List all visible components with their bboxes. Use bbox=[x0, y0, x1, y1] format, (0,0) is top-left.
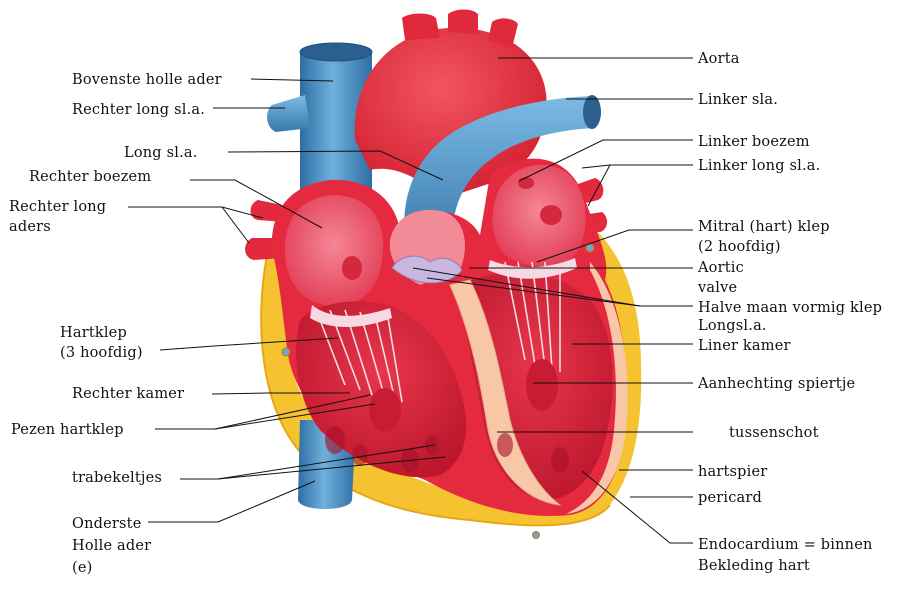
label-aorta: Aorta bbox=[698, 51, 740, 67]
label-aanhechting-spiertje: Aanhechting spiertje bbox=[698, 376, 856, 392]
right-pulmonary-artery-shape bbox=[267, 95, 310, 132]
aorta-shape bbox=[354, 27, 547, 200]
svc-opening bbox=[299, 42, 373, 62]
aorta-branch-3 bbox=[488, 18, 518, 48]
label-rechter-kamer: Rechter kamer bbox=[72, 386, 185, 402]
label-rechter-long-aders-1: Rechter long bbox=[9, 199, 107, 215]
label-aortic-valve-1: Aortic bbox=[698, 260, 744, 276]
label-mitral-klep-1: Mitral (hart) klep bbox=[698, 219, 830, 235]
label-halve-maan-klep-2: Longsl.a. bbox=[698, 318, 767, 334]
tricuspid-valve-leaflets bbox=[310, 305, 392, 327]
label-linker-sla: Linker sla. bbox=[698, 92, 779, 108]
label-bovenste-holle-ader: Bovenste holle ader bbox=[72, 72, 222, 88]
label-rechter-long-aders-2: aders bbox=[9, 219, 51, 235]
label-mitral-klep-2: (2 hoofdig) bbox=[698, 239, 781, 255]
papillary-muscle-right bbox=[369, 388, 401, 432]
label-linker-boezem: Linker boezem bbox=[698, 134, 810, 150]
aortic-valve-cusps bbox=[391, 255, 463, 284]
aorta-branch-1 bbox=[402, 13, 440, 40]
label-onderste-holle-ader-1: Onderste bbox=[72, 516, 142, 532]
right-atrium-chamber bbox=[284, 195, 384, 306]
leader-lines bbox=[128, 57, 693, 544]
label-tussenschot: tussenschot bbox=[729, 425, 819, 441]
myocardium-band bbox=[566, 262, 628, 514]
label-halve-maan-klep-1: Halve maan vormig klep bbox=[698, 300, 883, 316]
septum bbox=[449, 279, 562, 506]
label-liner-kamer: Liner kamer bbox=[698, 338, 791, 354]
label-onderste-holle-ader-3: (e) bbox=[72, 560, 93, 576]
chordae-tendineae-left bbox=[504, 261, 561, 372]
label-trabekeltjes: trabekeltjes bbox=[72, 470, 163, 486]
label-hartklep-2: (3 hoofdig) bbox=[60, 345, 143, 361]
label-hartklep-1: Hartklep bbox=[60, 325, 127, 341]
superior-vena-cava-shape bbox=[300, 45, 372, 220]
label-pericard: pericard bbox=[698, 490, 763, 506]
label-endocardium-1: Endocardium = binnen bbox=[698, 537, 873, 553]
label-long-sla: Long sl.a. bbox=[124, 145, 198, 161]
label-pezen-hartklep: Pezen hartklep bbox=[11, 422, 124, 438]
label-rechter-long-sla: Rechter long sl.a. bbox=[72, 102, 206, 118]
label-endocardium-2: Bekleding hart bbox=[698, 558, 810, 574]
label-linker-long-sla: Linker long sl.a. bbox=[698, 158, 821, 174]
left-atrium-chamber bbox=[492, 164, 586, 267]
pulmonary-trunk-shape bbox=[404, 96, 594, 250]
lpa-opening bbox=[583, 95, 601, 129]
label-rechter-boezem: Rechter boezem bbox=[29, 169, 152, 185]
aorta-branch-2 bbox=[448, 9, 478, 34]
label-aortic-valve-2: valve bbox=[698, 280, 738, 296]
label-onderste-holle-ader-2: Holle ader bbox=[72, 538, 152, 554]
label-hartspier: hartspier bbox=[698, 464, 768, 480]
papillary-muscle-left bbox=[526, 359, 558, 411]
